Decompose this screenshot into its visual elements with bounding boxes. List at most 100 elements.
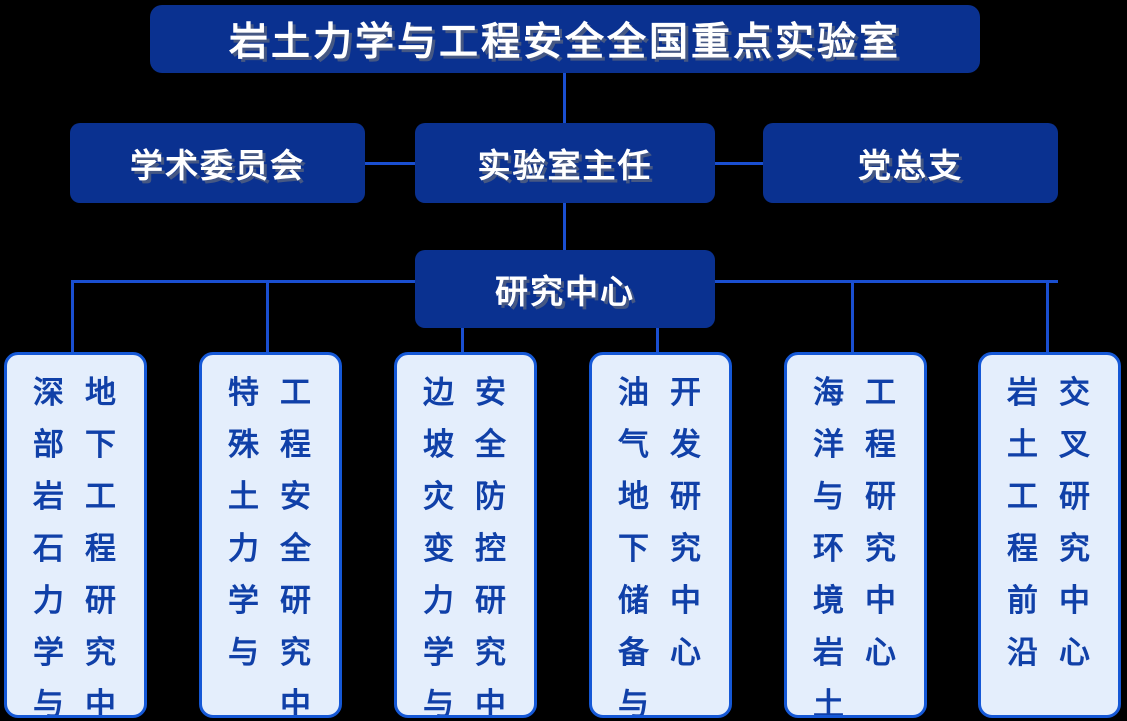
node-academic-committee-label: 学术委员会 [130, 146, 305, 185]
center-0-column-right: 地下工程研究中心 [76, 367, 126, 718]
vertical-char: 究 [85, 635, 116, 671]
vertical-char: 开 [670, 375, 701, 411]
vertical-char: 研 [85, 583, 116, 619]
vertical-char: 境 [813, 583, 844, 619]
vertical-char: 环 [813, 531, 844, 567]
vertical-char: 殊 [228, 427, 259, 463]
vertical-char: 研 [280, 583, 311, 619]
vertical-char: 与 [813, 479, 844, 515]
vertical-char: 前 [1007, 583, 1038, 619]
vertical-char: 究 [670, 531, 701, 567]
vertical-char: 安 [475, 375, 506, 411]
connector-director-to-academic [363, 162, 417, 165]
vertical-char: 心 [670, 635, 701, 671]
vertical-char: 油 [618, 375, 649, 411]
vertical-char: 工 [85, 479, 116, 515]
vertical-char: 叉 [1059, 427, 1090, 463]
vertical-char: 心 [865, 635, 896, 671]
vertical-char: 与 [423, 687, 454, 718]
center-1-column-right: 工程安全研究中心 [271, 367, 321, 715]
vertical-char: 究 [475, 635, 506, 671]
connector-bus-to-center-4 [851, 280, 854, 354]
node-party-branch-label: 党总支 [858, 146, 963, 185]
vertical-char: 中 [85, 687, 116, 718]
center-5-column-right: 交叉研究中心 [1050, 367, 1100, 679]
vertical-char: 工 [1007, 479, 1038, 515]
vertical-char: 灾 [423, 479, 454, 515]
center-5-column-left: 岩土工程前沿 [998, 367, 1048, 679]
vertical-char: 力 [228, 531, 259, 567]
vertical-char: 究 [1059, 531, 1090, 567]
center-4-column-left: 海洋与环境岩土 [804, 367, 854, 715]
node-research-center-3[interactable]: 开发研究中心 油气地下储备与 [589, 352, 732, 718]
center-2-column-right: 安全防控研究中心 [466, 367, 516, 718]
vertical-char: 中 [1059, 583, 1090, 619]
vertical-char: 中 [475, 687, 506, 718]
vertical-char: 地 [618, 479, 649, 515]
center-3-column-left: 油气地下储备与 [609, 367, 659, 718]
vertical-char: 变 [423, 531, 454, 567]
vertical-char: 地 [85, 375, 116, 411]
connector-bus-to-center-1 [266, 280, 269, 354]
vertical-char: 石 [33, 531, 64, 567]
center-0-column-left: 深部岩石力学与 [24, 367, 74, 718]
vertical-char: 学 [228, 583, 259, 619]
vertical-char: 安 [280, 479, 311, 515]
vertical-char: 程 [1007, 531, 1038, 567]
vertical-char: 力 [423, 583, 454, 619]
node-research-center-5[interactable]: 交叉研究中心 岩土工程前沿 [978, 352, 1121, 718]
vertical-char: 储 [618, 583, 649, 619]
node-research-center-4[interactable]: 工程研究中心 海洋与环境岩土 [784, 352, 927, 718]
center-3-column-right: 开发研究中心 [661, 367, 711, 679]
vertical-char: 发 [670, 427, 701, 463]
vertical-char: 深 [33, 375, 64, 411]
connector-director-to-party [713, 162, 765, 165]
vertical-char: 学 [33, 635, 64, 671]
vertical-char: 程 [865, 427, 896, 463]
vertical-char: 全 [475, 427, 506, 463]
center-4-column-right: 工程研究中心 [856, 367, 906, 679]
node-lab-director-label: 实验室主任 [477, 146, 653, 185]
vertical-char: 研 [1059, 479, 1090, 515]
vertical-char: 特 [228, 375, 259, 411]
vertical-char: 与 [33, 687, 64, 718]
vertical-char: 工 [865, 375, 896, 411]
vertical-char: 中 [670, 583, 701, 619]
connector-bus-to-center-0 [71, 280, 74, 354]
connector-bus-to-center-2 [461, 328, 464, 354]
vertical-char: 沿 [1007, 635, 1038, 671]
vertical-char: 心 [1059, 635, 1090, 671]
vertical-char: 坡 [423, 427, 454, 463]
center-1-column-left: 特殊土力学与 [219, 367, 269, 679]
node-lab-title[interactable]: 岩土力学与工程安全全国重点实验室 [150, 5, 980, 73]
node-lab-director[interactable]: 实验室主任 [415, 123, 715, 203]
node-party-branch[interactable]: 党总支 [763, 123, 1058, 203]
vertical-char: 部 [33, 427, 64, 463]
node-academic-committee[interactable]: 学术委员会 [70, 123, 365, 203]
vertical-char: 土 [1007, 427, 1038, 463]
connector-bus-to-center-5 [1046, 280, 1049, 354]
vertical-char: 海 [813, 375, 844, 411]
vertical-char: 与 [228, 635, 259, 671]
vertical-char: 边 [423, 375, 454, 411]
vertical-char: 研 [670, 479, 701, 515]
node-lab-title-label: 岩土力学与工程安全全国重点实验室 [228, 20, 901, 65]
connector-bus-to-center-3 [656, 328, 659, 354]
vertical-char: 究 [865, 531, 896, 567]
vertical-char: 控 [475, 531, 506, 567]
node-research-centers[interactable]: 研究中心 [415, 250, 715, 328]
vertical-char: 与 [618, 687, 649, 718]
connector-director-to-research [563, 203, 566, 252]
vertical-char: 研 [865, 479, 896, 515]
vertical-char: 究 [280, 635, 311, 671]
vertical-char: 程 [85, 531, 116, 567]
node-research-centers-label: 研究中心 [495, 272, 635, 311]
vertical-char: 备 [618, 635, 649, 671]
vertical-char: 交 [1059, 375, 1090, 411]
vertical-char: 气 [618, 427, 649, 463]
vertical-char: 下 [618, 531, 649, 567]
